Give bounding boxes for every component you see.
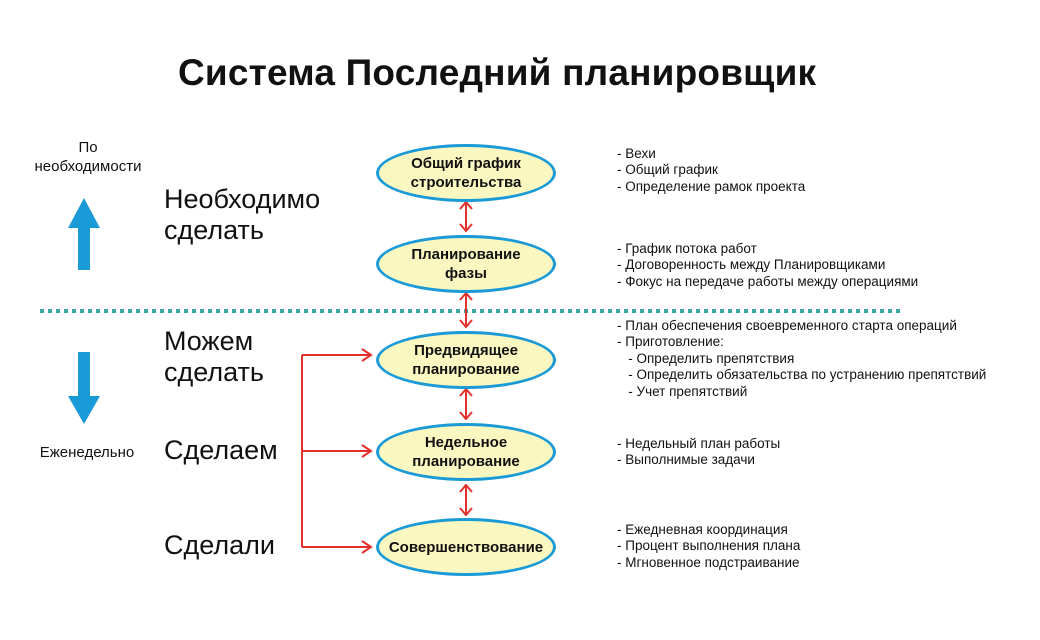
notes-master: - Вехи - Общий график - Определение рамо… [617,146,805,195]
stage-should: Необходимо сделать [164,184,321,245]
node-lookahead-planning: Предвидящее планирование [376,331,556,389]
note-line: - Ежедневная координация [617,522,788,537]
note-line: - Недельный план работы [617,436,781,451]
note-line: - Учет препятствий [617,383,748,399]
node-weekly-planning: Недельное планирование [376,423,556,481]
node-improvement-label: Совершенствование [388,538,544,556]
stage-will: Сделаем [164,435,278,465]
stage-did: Сделали [164,530,275,560]
note-line: - Вехи [617,146,656,161]
note-line: - Определить обязательства по устранению… [617,367,987,383]
note-line: - Определить препятствия [617,350,795,366]
note-line: - Выполнимые задачи [617,452,755,468]
notes-phase: - График потока работ - Договоренность м… [617,241,918,290]
note-line: - Приготовление: [617,334,724,350]
label-weekly: Еженедельно [39,444,135,461]
node-phase-planning: Планирование фазы [376,235,556,293]
label-as-needed: По необходимости [34,139,142,175]
node-weekly-planning-label: Недельное планирование [412,434,520,470]
arrow-up-icon [68,198,100,270]
node-master-schedule: Общий график строительства [376,144,556,202]
note-line: - Фокус на передаче работы между операци… [617,273,919,289]
note-line: - Определение рамок проекта [617,178,806,194]
diagram-title: Система Последний планировщик [178,52,817,93]
notes-weekly: - Недельный план работы - Выполнимые зад… [617,436,780,469]
notes-lookahead: - План обеспечения своевременного старта… [617,318,986,400]
node-improvement: Совершенствование [376,518,556,576]
note-line: - Общий график [617,162,718,178]
node-lookahead-planning-label: Предвидящее планирование [412,342,520,378]
node-master-schedule-label: Общий график строительства [410,155,522,191]
note-line: - Договоренность между Планировщиками [617,257,886,273]
note-line: - План обеспечения своевременного старта… [617,318,957,333]
stage-can: Можем сделать [164,326,264,387]
arrow-down-icon [68,352,100,424]
note-line: - Мгновенное подстраивание [617,554,800,570]
node-phase-planning-label: Планирование фазы [411,246,521,282]
note-line: - Процент выполнения плана [617,538,801,554]
note-line: - График потока работ [617,241,757,256]
notes-improvement: - Ежедневная координация - Процент выпол… [617,522,800,571]
